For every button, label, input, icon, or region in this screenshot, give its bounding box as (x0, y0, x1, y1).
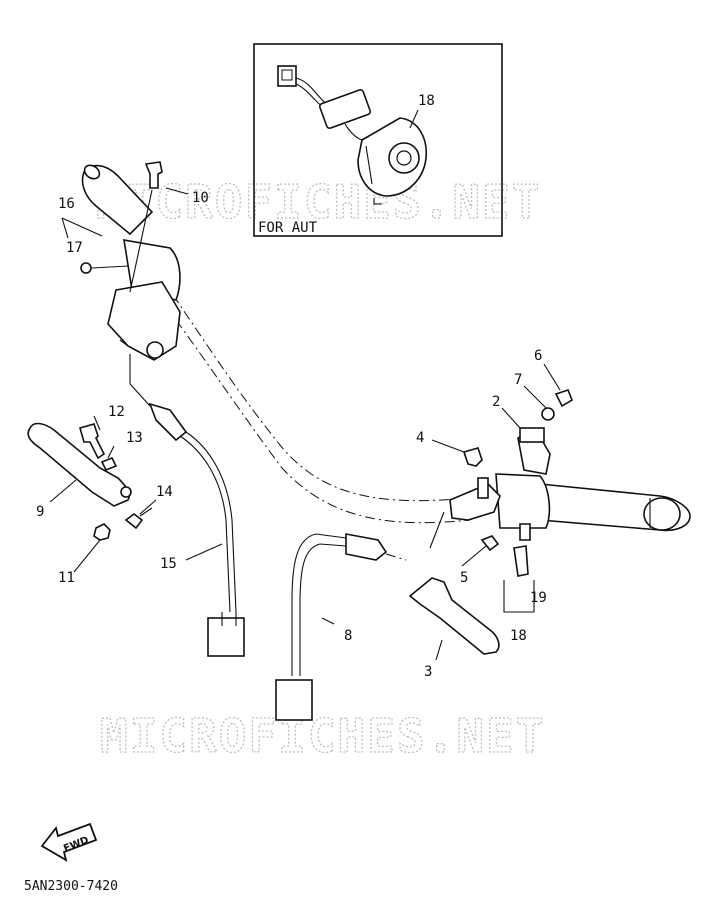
inset-switch-assembly (277, 65, 427, 205)
callout-5: 5 (460, 570, 468, 586)
brake-switch-8 (275, 533, 407, 721)
screw-6 (554, 389, 573, 408)
left-grip (81, 164, 154, 236)
callout-14: 14 (156, 484, 173, 500)
clutch-switch-15 (129, 354, 245, 657)
brake-lever-3 (408, 477, 501, 655)
callout-13: 13 (126, 430, 143, 446)
screw-19 (513, 545, 529, 577)
callout-10: 10 (192, 190, 209, 206)
inset-leader-18 (409, 109, 419, 129)
callout-8: 8 (344, 628, 352, 644)
callout-7: 7 (514, 372, 522, 388)
left-switch-assembly (107, 239, 181, 361)
watermark-top: MICROFICHES.NET (96, 175, 541, 229)
callout-17: 17 (66, 240, 83, 256)
callout-18: 18 (510, 628, 527, 644)
diagram-code: 5AN2300-7420 (24, 879, 118, 894)
nut-11 (93, 523, 111, 541)
nut-5 (480, 535, 500, 552)
callout-12: 12 (108, 404, 125, 420)
inset-box: 18 FOR AUT (253, 43, 503, 237)
watermark-bottom: MICROFICHES.NET (100, 709, 545, 763)
leader-lines (49, 217, 561, 661)
bolt-12 (79, 423, 106, 460)
inset-label: FOR AUT (258, 220, 318, 236)
callout-11: 11 (58, 570, 75, 586)
screw-14 (124, 507, 153, 530)
callout-6: 6 (534, 348, 542, 364)
callout-4: 4 (416, 430, 424, 446)
callout-19: 19 (530, 590, 547, 606)
callout-16: 16 (58, 196, 75, 212)
fwd-arrow-icon: FWD (40, 822, 98, 862)
callout-2: 2 (492, 394, 500, 410)
inset-callout-18: 18 (418, 93, 435, 109)
clutch-lever-9 (27, 422, 132, 507)
right-switch-assembly (495, 427, 551, 541)
spring-13 (100, 456, 118, 472)
screw-10 (129, 161, 189, 293)
callout-9: 9 (36, 504, 44, 520)
callout-15: 15 (160, 556, 177, 572)
screw-17 (80, 262, 129, 274)
right-grip (539, 483, 691, 532)
bolt-4 (431, 439, 483, 467)
callout-3: 3 (424, 664, 432, 680)
handlebar (149, 261, 471, 524)
washer-7 (541, 407, 555, 421)
